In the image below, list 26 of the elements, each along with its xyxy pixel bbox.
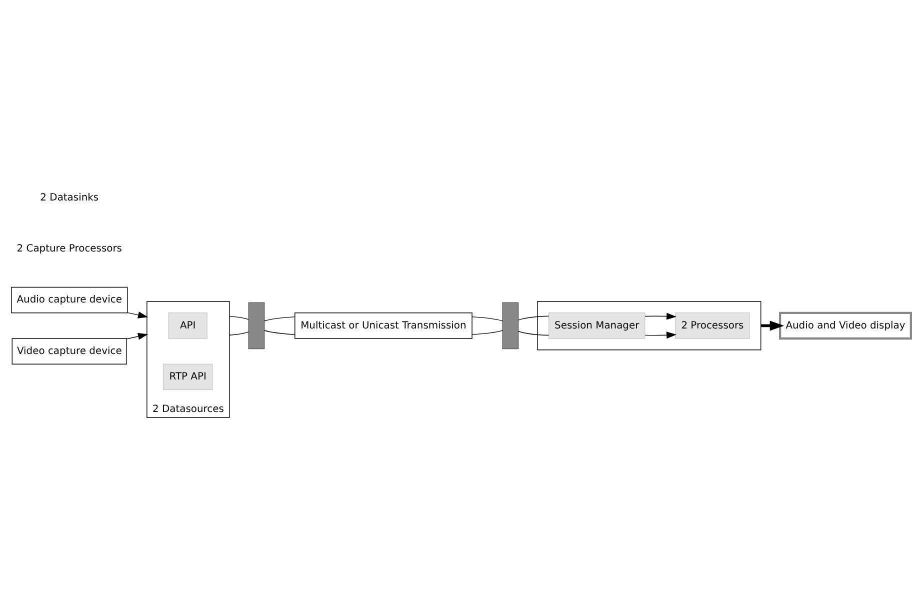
connector — [229, 315, 249, 320]
connector — [518, 315, 550, 320]
cluster — [537, 300, 762, 350]
connector — [472, 330, 503, 334]
connector — [472, 316, 503, 321]
label: 2 Capture Processors — [16, 243, 122, 254]
node-box: RTP API — [162, 363, 213, 390]
arrow — [126, 332, 148, 340]
connector — [518, 330, 550, 336]
arrow — [644, 331, 677, 338]
node-bar — [248, 302, 265, 349]
connector — [264, 330, 296, 334]
node-box: 2 Processors — [675, 312, 750, 338]
arrow — [644, 312, 677, 320]
label: 2 Datasinks — [40, 192, 99, 203]
node-box: Audio and Video display — [778, 311, 912, 340]
node-box: Audio capture device — [11, 286, 128, 313]
arrow — [760, 320, 784, 330]
connector — [229, 331, 249, 335]
connector — [264, 316, 296, 321]
node-box: API — [168, 312, 208, 338]
node-box: Session Manager — [548, 312, 646, 338]
node-bar — [502, 302, 519, 349]
node-box: Multicast or Unicast Transmission — [294, 312, 472, 338]
node-box: Video capture device — [12, 338, 127, 364]
arrow — [127, 311, 148, 318]
